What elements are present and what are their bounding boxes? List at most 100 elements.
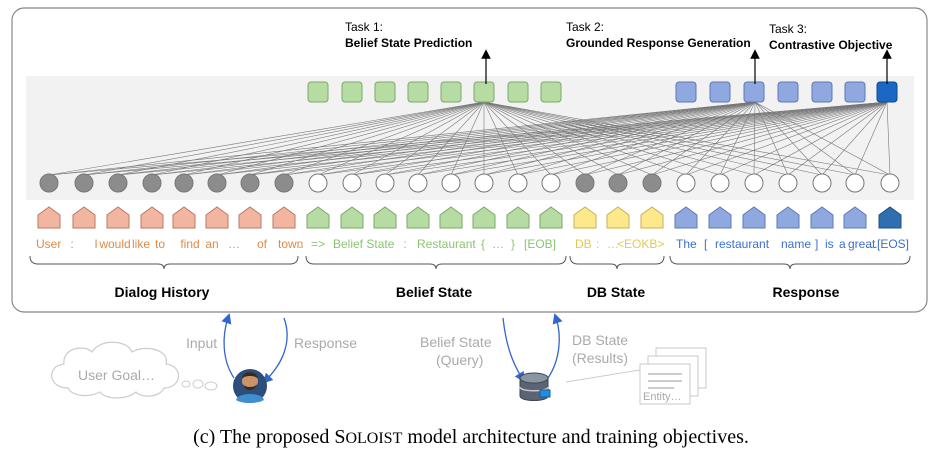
- attention-line: [283, 101, 756, 176]
- caption-model-rest: OLOIST: [345, 430, 402, 447]
- response-output-box: [777, 81, 799, 103]
- segment-label-belief: Belief State: [396, 284, 472, 300]
- token-history: User: [36, 237, 61, 251]
- token-response: a: [839, 237, 846, 251]
- token-db: DB: [575, 237, 592, 251]
- entity-label: Entity…: [643, 391, 682, 403]
- attention-line: [719, 101, 888, 176]
- hidden-node-belief: [474, 173, 494, 193]
- token-belief: {: [481, 237, 485, 251]
- attention-line: [483, 101, 891, 176]
- attention-line: [651, 101, 756, 176]
- response-output-box: [844, 81, 866, 103]
- input-label: Input: [186, 335, 217, 351]
- token-history: find: [180, 237, 199, 251]
- hidden-node-response: [880, 173, 900, 193]
- token-history: like: [132, 237, 150, 251]
- attention-line: [483, 101, 755, 176]
- input-arrow: [221, 313, 235, 379]
- input-embeddings: [37, 206, 902, 229]
- hidden-node-db: [608, 173, 628, 193]
- belief-output-box: [341, 81, 363, 103]
- hidden-node-belief: [308, 173, 328, 193]
- attention-line: [151, 101, 756, 176]
- brace-db: [569, 255, 665, 270]
- attention-line: [183, 101, 485, 176]
- belief-query-arrow: [502, 317, 525, 383]
- hidden-node-db: [642, 173, 662, 193]
- embedding-belief: [506, 206, 530, 229]
- task3-title: Task 3:: [769, 22, 807, 36]
- database-icon: [519, 372, 551, 401]
- token-db: …: [607, 237, 619, 251]
- user-goal-cloud: [51, 341, 218, 399]
- segment-braces: [29, 255, 911, 270]
- token-db: <EOKB>: [617, 237, 664, 251]
- attention-line: [754, 101, 789, 176]
- token-response: The: [676, 237, 697, 251]
- output-boxes: [307, 81, 898, 103]
- belief-query-label-1: Belief State: [420, 334, 492, 350]
- token-belief: Restaurant: [417, 237, 476, 251]
- attention-line: [651, 101, 888, 176]
- hidden-node-history: [74, 173, 94, 193]
- hidden-node-response: [812, 173, 832, 193]
- hidden-node-response: [778, 173, 798, 193]
- embedding-history: [205, 206, 229, 229]
- token-history: to: [155, 237, 165, 251]
- embedding-history: [37, 206, 61, 229]
- attention-line: [685, 101, 756, 176]
- token-history: …: [228, 237, 240, 251]
- response-output-box: [709, 81, 731, 103]
- brace-history: [29, 255, 299, 270]
- attention-line: [483, 101, 789, 176]
- task1-title: Task 1:: [345, 20, 383, 34]
- hidden-node-response: [676, 173, 696, 193]
- attention-line: [83, 101, 756, 176]
- embedding-belief: [340, 206, 364, 229]
- embedding-belief: [539, 206, 563, 229]
- token-history: of: [257, 237, 268, 251]
- hidden-state-nodes: [39, 173, 900, 193]
- segment-label-db: DB State: [587, 284, 646, 300]
- embedding-history: [140, 206, 164, 229]
- hidden-node-history: [39, 173, 59, 193]
- hidden-node-history: [240, 173, 260, 193]
- attention-line: [117, 101, 756, 176]
- attention-line: [854, 101, 888, 176]
- token-history: would: [98, 237, 130, 251]
- belief-output-box: [307, 81, 329, 103]
- attention-line: [317, 101, 756, 176]
- db-results-label-2: (Results): [572, 350, 628, 366]
- embedding-response: [810, 206, 834, 229]
- attention-line: [317, 101, 485, 176]
- embedding-belief: [472, 206, 496, 229]
- attention-line: [719, 101, 756, 176]
- token-belief: }: [511, 237, 515, 251]
- hidden-node-belief: [375, 173, 395, 193]
- token-response: name: [781, 237, 811, 251]
- caption-model-initial: S: [334, 426, 345, 448]
- token-history: .: [298, 237, 301, 251]
- token-response: is: [825, 237, 834, 251]
- attention-line: [151, 101, 485, 176]
- brace-belief: [305, 255, 567, 270]
- attention-line: [617, 101, 888, 176]
- hidden-node-belief: [541, 173, 561, 193]
- embedding-belief: [373, 206, 397, 229]
- belief-output-box: [374, 81, 396, 103]
- belief-output-box: [473, 81, 495, 103]
- attention-line: [483, 101, 823, 176]
- attention-line: [48, 101, 485, 176]
- attention-line: [249, 101, 485, 176]
- attention-line: [483, 101, 586, 176]
- response-label: Response: [294, 335, 357, 351]
- attention-line: [753, 101, 888, 176]
- belief-output-box: [407, 81, 429, 103]
- token-response: [EOS]: [877, 237, 909, 251]
- hidden-node-history: [274, 173, 294, 193]
- hidden-node-history: [108, 173, 128, 193]
- embedding-response: [878, 206, 902, 229]
- segment-label-history: Dialog History: [115, 284, 210, 300]
